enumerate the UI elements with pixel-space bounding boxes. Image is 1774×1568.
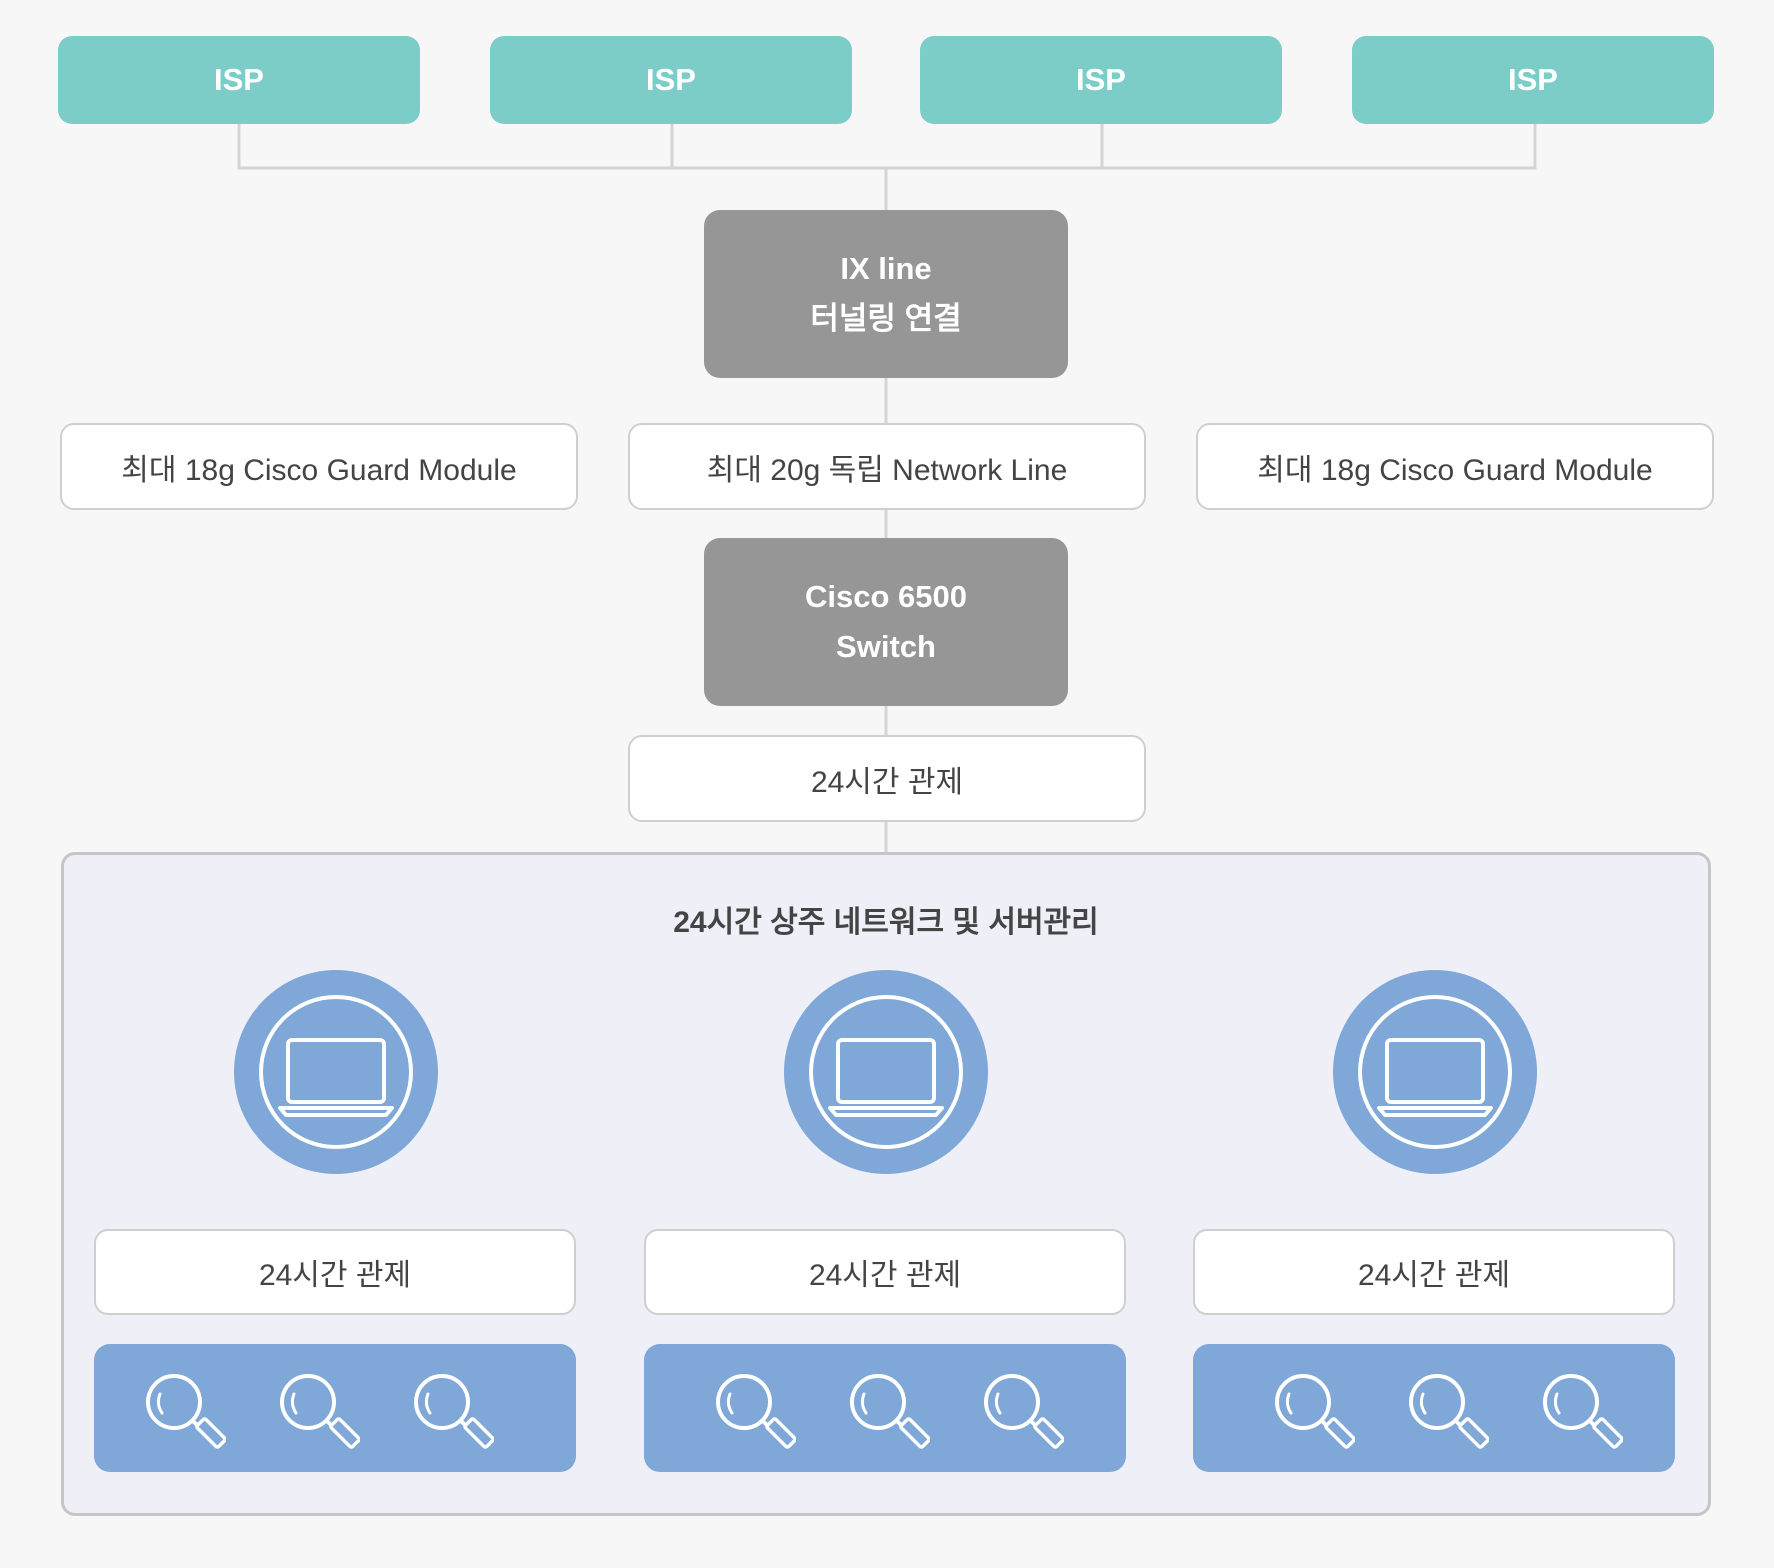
isp-node: ISP (58, 36, 420, 124)
module-label: 최대 18g Cisco Guard Module (121, 453, 517, 487)
isp-node: ISP (490, 36, 852, 124)
isp-label: ISP (1508, 62, 1558, 97)
switch-box: Cisco 6500 Switch (704, 538, 1068, 706)
group-monitoring-box: 24시간 관제 (94, 1229, 576, 1315)
group-monitoring-label: 24시간 관제 (808, 1259, 962, 1292)
monitoring-label: 24시간 관제 (810, 765, 964, 799)
group-monitoring-label: 24시간 관제 (1357, 1259, 1511, 1292)
group-monitoring-box: 24시간 관제 (644, 1229, 1126, 1315)
server-tray (94, 1344, 576, 1472)
ix-line-subtitle: 터널링 연결 (810, 301, 962, 336)
ix-line-title: IX line (840, 251, 932, 286)
magnifier-icon (1543, 1374, 1623, 1449)
magnifier-icon (414, 1374, 494, 1449)
switch-subtitle: Switch (836, 629, 936, 664)
module-box-right: 최대 18g Cisco Guard Module (1196, 423, 1714, 510)
isp-label: ISP (214, 62, 264, 97)
laptop-icon (234, 970, 438, 1174)
magnifier-icon (850, 1374, 930, 1449)
magnifier-icon (280, 1374, 360, 1449)
magnifier-icon (716, 1374, 796, 1449)
module-box-left: 최대 18g Cisco Guard Module (60, 423, 578, 510)
monitoring-box: 24시간 관제 (628, 735, 1146, 822)
module-label: 최대 20g 독립 Network Line (706, 453, 1068, 487)
group-monitoring-label: 24시간 관제 (258, 1259, 412, 1292)
isp-label: ISP (1076, 62, 1126, 97)
isp-node: ISP (1352, 36, 1714, 124)
laptop-icon (1333, 970, 1537, 1174)
module-box-center: 최대 20g 독립 Network Line (628, 423, 1146, 510)
ix-line-box: IX line 터널링 연결 (704, 210, 1068, 378)
server-tray (644, 1344, 1126, 1472)
server-tray (1193, 1344, 1675, 1472)
switch-title: Cisco 6500 (805, 579, 967, 614)
module-label: 최대 18g Cisco Guard Module (1257, 453, 1653, 487)
isp-node: ISP (920, 36, 1282, 124)
group-monitoring-box: 24시간 관제 (1193, 1229, 1675, 1315)
magnifier-icon (984, 1374, 1064, 1449)
panel-title: 24시간 상주 네트워크 및 서버관리 (673, 906, 1099, 939)
magnifier-icon (146, 1374, 226, 1449)
isp-label: ISP (646, 62, 696, 97)
magnifier-icon (1275, 1374, 1355, 1449)
laptop-icon (784, 970, 988, 1174)
magnifier-icon (1409, 1374, 1489, 1449)
